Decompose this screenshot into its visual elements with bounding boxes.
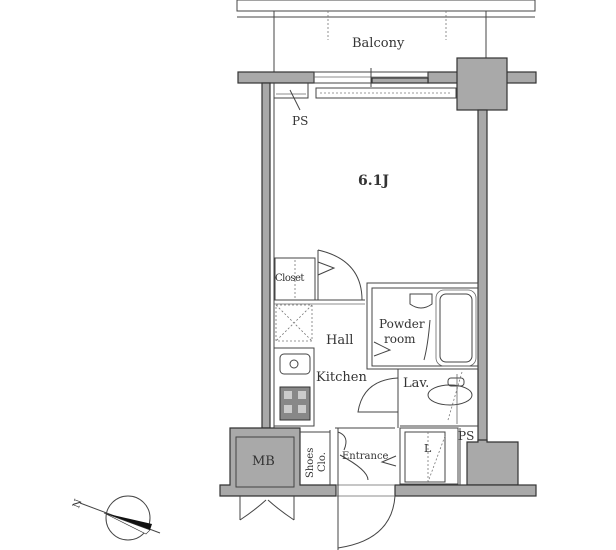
shoes-closet-label-line2: Clo. (317, 452, 328, 472)
entrance-door (337, 428, 396, 550)
powder-room-label-line1: Powder (379, 317, 425, 331)
ps-bottom-label: PS (458, 429, 475, 443)
top-wall (237, 57, 537, 111)
ps-top-label: PS (292, 114, 309, 128)
compass (79, 495, 161, 541)
balcony-label: Balcony (352, 36, 405, 51)
left-wall (261, 82, 271, 429)
balcony (236, 0, 536, 72)
mb-doors (239, 496, 295, 521)
closet-label: Closet (275, 273, 304, 284)
ps-top (273, 83, 309, 111)
powder-room-label-line2: room (384, 332, 416, 346)
toilet-label: L (424, 442, 432, 455)
entrance-label: Entrance (342, 451, 389, 462)
mb-label: MB (252, 454, 275, 469)
right-wall (477, 109, 488, 443)
lav-label: Lav. (403, 376, 430, 391)
main-room-size-label: 6.1J (358, 173, 389, 189)
interior-walls (273, 249, 479, 485)
hall-label: Hall (326, 333, 354, 348)
bottom-wall (219, 427, 537, 497)
shoes-closet-label-line1: Shoes (305, 447, 316, 478)
kitchen-label: Kitchen (316, 370, 367, 385)
